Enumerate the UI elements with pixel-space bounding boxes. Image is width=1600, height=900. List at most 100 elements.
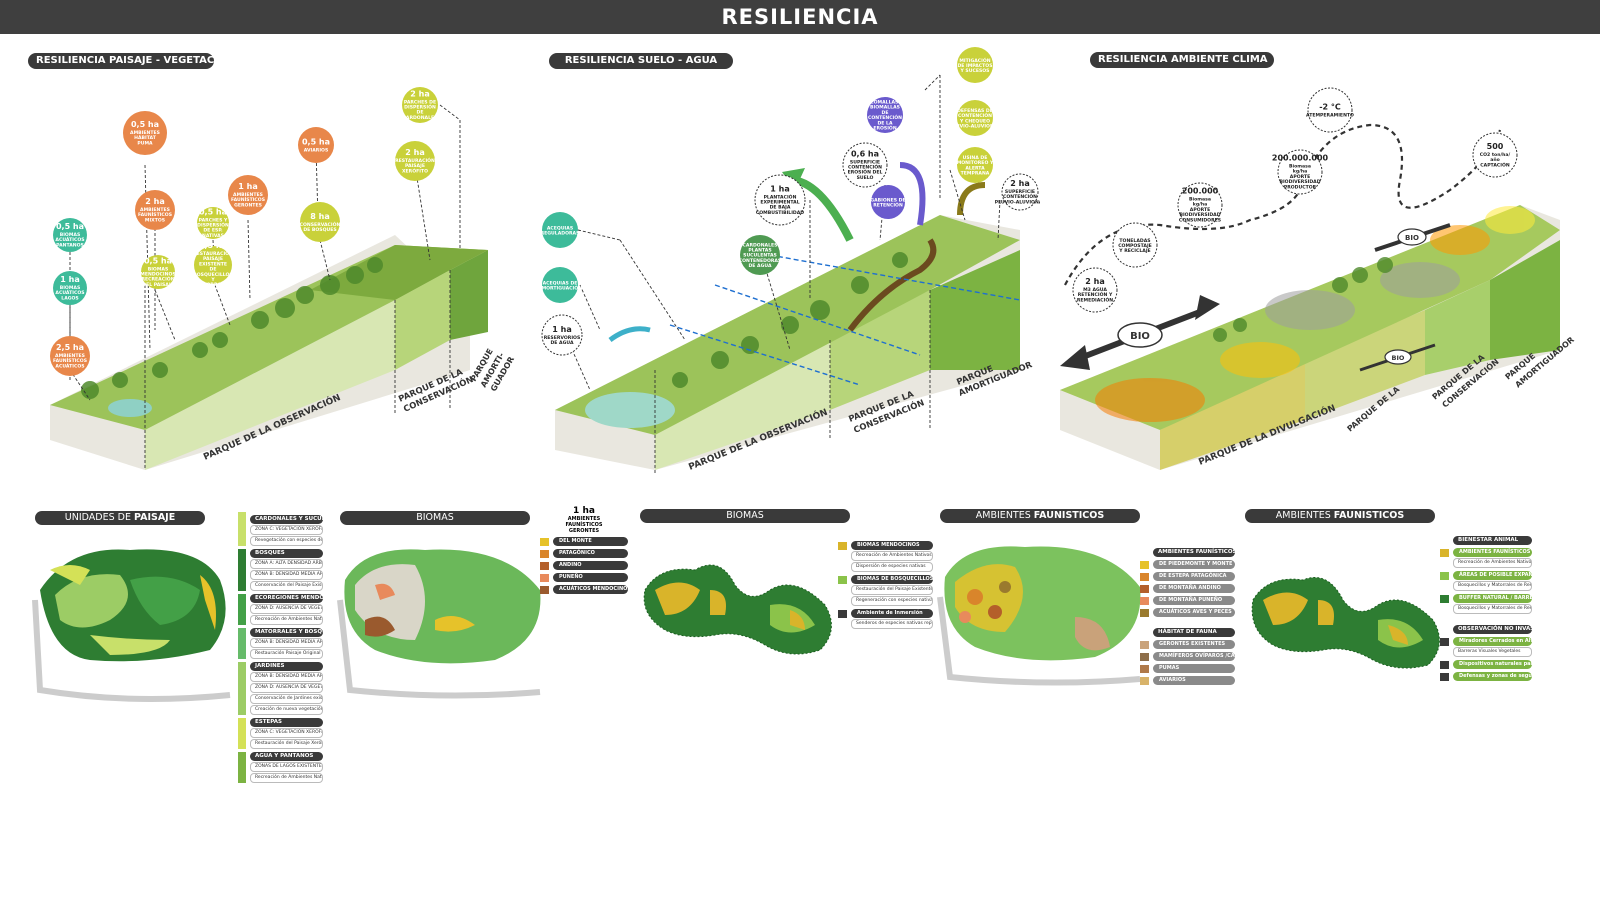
paisaje-bubble-text: RESTAURACIÓN: [193, 250, 233, 257]
paisaje-bubble-value: 0,5 ha: [131, 120, 159, 129]
paisaje-bubble-text: RESTAURACIÓN: [395, 157, 435, 164]
zone-amortiguador-face: [930, 250, 1020, 370]
suelo-bubble-circle: [957, 47, 993, 83]
paisaje-bubble-text: CARDONALES: [403, 115, 438, 121]
legend-item: PATAGÓNICO: [540, 549, 628, 558]
paisaje-bubble-text: Y: [210, 277, 215, 283]
clima-label-circle: [1472, 132, 1518, 178]
legend-swatch: [1140, 652, 1149, 661]
paisaje-bubble-text: MENDOCINOS: [140, 271, 175, 277]
legend-swatch: [1440, 571, 1449, 580]
legend-subitem: ZONA D: AUSENCIA DE VEGETACIÓN: [250, 604, 323, 614]
legend-group: CARDONALES Y SUCULENTASZONA C: VEGETACIÓ…: [238, 515, 323, 546]
trees: [81, 257, 383, 399]
legend-subitem: Recreación de Ambientes Nativos: [250, 615, 323, 625]
legend-label: PUMAS: [1153, 664, 1235, 673]
zone-conservacion-face: [395, 270, 450, 370]
clima-label-text: APORTE: [1290, 174, 1310, 180]
legend-label: Defensas y zonas de seguridad: [1453, 672, 1532, 681]
suelo-bubble-text: DE AGUA: [748, 263, 771, 269]
clima-label: 200.000.000Biomasakg/haAPORTEBIODIVERSID…: [1272, 149, 1329, 195]
paisaje-bubble-text: DISPERSIÓN: [197, 221, 229, 228]
legend-item: Dispositivos naturales para resguardo de…: [1440, 660, 1532, 669]
legend-item: BIOMAS MENDOCINOS: [838, 541, 933, 550]
legend-subitem: Recreación de Ambientes Nativos: [250, 773, 323, 783]
suelo-bubble-text: RETENCIÓN: [873, 202, 903, 209]
suelo-bubble-text: SUELO: [857, 175, 874, 181]
legend-item: DE MONTAÑA ANDINO: [1140, 584, 1235, 593]
clima-label-text: CAPTACIÓN: [1480, 161, 1510, 168]
suelo-bubble-circle: [867, 97, 903, 133]
legend-item: DE MONTAÑA PUNEÑO: [1140, 596, 1235, 605]
legend-swatch: [1140, 584, 1149, 593]
paisaje-bubble-text: LAGOS: [61, 295, 78, 301]
olive-arrow: [957, 182, 986, 216]
suelo-bubble-circle: [754, 174, 806, 226]
clima-label-text: RETENCIÓN Y: [1078, 291, 1113, 298]
section-label-paisaje: RESILIENCIA PAISAJE - VEGETACIÓN: [28, 53, 235, 69]
suelo-bubble-text: EXPERIMENTAL: [760, 199, 799, 205]
paisaje-bubble-text: BIOMAS: [60, 285, 81, 291]
bio-label-2: BIO: [1405, 234, 1419, 242]
clima-label-circle: [1072, 267, 1118, 313]
suelo-bubble-text: DE AGUA: [550, 340, 573, 346]
legend-label: BIOMAS DE BOSQUECILLOS: [851, 575, 933, 584]
leader-lines: [569, 74, 1001, 475]
zone-amortiguador-face: [1490, 240, 1560, 360]
climate-zones: [1095, 206, 1535, 422]
suelo-bubble-text: PLANTAS: [748, 247, 771, 253]
legend-subitem: Bosquecillos y Matorrales de Restauració…: [1453, 581, 1532, 591]
suelo-bubble-text: CONTENEDORAS: [739, 258, 782, 264]
legend-item: GERONTES EXISTENTES: [1140, 640, 1235, 649]
suelo-bubble-text: Y CHEQUEO: [959, 118, 990, 124]
legend-item: DE ESTEPA PATAGÓNICA: [1140, 572, 1235, 581]
paisaje-bubble-text: PUMA: [137, 140, 153, 146]
map-title-b: FAUNISTICOS: [1033, 510, 1105, 521]
clima-label-text: Biomasa: [1289, 164, 1311, 170]
zone-conservacion-face: [830, 290, 930, 410]
clima-label-circle: [1112, 222, 1158, 268]
clima-label-value: -2 °C: [1319, 103, 1341, 112]
suelo-bubble-value: 0,6 ha: [851, 149, 879, 158]
legend-swatch: [540, 549, 549, 558]
legend-label: PUNEÑO: [553, 573, 628, 582]
paisaje-bubble-text: DE ESP.: [203, 228, 223, 234]
paisaje-bubble-circle: [300, 202, 340, 242]
suelo-bubble-text: CONTENCIÓN: [958, 112, 992, 119]
paisaje-bubble-text: DE BOSQUES: [303, 227, 336, 233]
legend-item: Miradores Cerrados en Altura: [1440, 637, 1532, 646]
legend-heading: JARDINES: [250, 662, 323, 671]
clima-label-text: APORTE: [1190, 207, 1210, 213]
paisaje-bubble-text: AMBIENTES: [55, 353, 85, 359]
map-title-b: PAISAJE: [134, 512, 176, 523]
paisaje-bubble-value: 0,5 ha: [302, 138, 330, 147]
legend-group: MATORRALES Y BOSQUECILLOSZONA B: DENSIDA…: [238, 628, 323, 659]
legend-heading: AMBIENTES FAUNÍSTICOS GERONTES: [565, 516, 603, 534]
clima-label-text: COMPOSTAJE: [1118, 243, 1152, 249]
suelo-bubble-circle: [542, 212, 578, 248]
paisaje-bubble-text: ACUÁTICOS: [55, 236, 84, 243]
paisaje-bubble-text: ACUÁTICOS: [55, 362, 84, 369]
paisaje-bubble-text: BOSQUECILLOS: [193, 272, 232, 278]
clima-label-circle: [1277, 149, 1323, 195]
legend-subitem: Restauración Paisaje Original: [250, 649, 323, 659]
suelo-bubble-text: SUPERFICIE: [850, 159, 880, 165]
paisaje-bubble-text: DE: [210, 267, 217, 273]
paisaje-bubble-value: 1 ha: [60, 275, 79, 284]
legend-subitem: Barreras Visuales Vegetales: [1453, 647, 1532, 657]
paisaje-bubble-text: FAUNÍSTICOS: [231, 195, 265, 203]
clima-label-text: TONELADAS: [1119, 238, 1150, 244]
paisaje-bubble-value: 2 ha: [405, 148, 424, 157]
suelo-bubble-text: GABIONES DE: [870, 198, 905, 204]
